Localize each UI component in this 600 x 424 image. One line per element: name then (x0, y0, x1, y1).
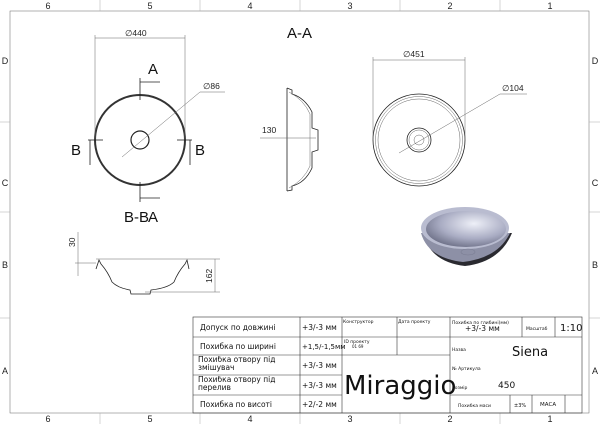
basin-3d-render (421, 207, 512, 266)
row-label: D (592, 56, 599, 66)
section-aa-view: A-A 130 (260, 25, 319, 192)
name-label: Назва (452, 347, 466, 353)
top-view: ∅440 ∅86 A A B B (71, 28, 225, 226)
section-mark: B (195, 142, 205, 159)
row-label: A (592, 366, 598, 376)
row-label: A (2, 366, 8, 376)
column-label: 5 (147, 414, 152, 424)
project-id: 01 69 (352, 344, 364, 349)
tolerance-label: Похибка отвору під змішувач (198, 356, 276, 372)
hole-dimension: ∅104 (502, 83, 524, 93)
column-label: 4 (247, 1, 252, 11)
column-label: 3 (347, 1, 352, 11)
depth-tolerance-label: Похибка по глибині(мм) (452, 320, 509, 326)
depth-dimension: 130 (262, 125, 276, 135)
section-mark: A (148, 209, 158, 226)
column-label: 6 (45, 414, 50, 424)
size-value: 450 (498, 381, 515, 391)
mass-tolerance-label: Похибка маси (458, 403, 491, 409)
tolerance-value: +2/-2 мм (302, 400, 337, 409)
column-label: 3 (347, 414, 352, 424)
tolerance-value: +3/-3 мм (302, 361, 337, 370)
column-label: 2 (447, 1, 452, 11)
mass-tolerance: ±3% (514, 403, 526, 409)
hole-dimension: ∅86 (203, 81, 220, 91)
section-mark: B (71, 142, 81, 159)
tolerance-value: +3/-3 мм (302, 381, 337, 390)
section-mark: A (148, 61, 158, 78)
title-block: Допуск по довжині +3/-3 мм Похибка по ши… (192, 316, 582, 414)
product-name: Siena (512, 345, 548, 360)
depth-tolerance: +3/-3 мм (465, 324, 500, 333)
brand-logo: Miraggio (344, 371, 456, 401)
column-label: 2 (447, 414, 452, 424)
column-label: 5 (147, 1, 152, 11)
section-aa-title: A-A (287, 25, 312, 42)
tolerance-label: Похибка по висоті (200, 400, 272, 409)
date-label: Дата проекту (398, 319, 431, 325)
tolerance-label: Похибка отвору під перелив (198, 376, 276, 392)
sheet-frame (9, 10, 590, 414)
diameter-dimension: ∅440 (125, 28, 147, 38)
mass-label: МАСА (540, 402, 556, 408)
row-labels: D C B A D C B A (2, 56, 599, 376)
row-label: B (2, 260, 8, 270)
tolerance-value: +1,5/-1,5мм (302, 343, 346, 351)
section-bb-view: B-B 30 162 (67, 209, 220, 295)
row-label: C (2, 178, 9, 188)
column-labels-top: 6 5 4 3 2 1 (45, 1, 552, 11)
rim-dimension: 30 (67, 237, 77, 247)
scale-value: 1:10 (560, 323, 582, 334)
column-label: 4 (247, 414, 252, 424)
row-label: C (592, 178, 599, 188)
bottom-view: ∅451 ∅104 (372, 49, 527, 187)
row-label: D (2, 56, 9, 66)
tolerance-label: Допуск по довжині (200, 323, 276, 332)
article-label: № Артикула (452, 366, 481, 372)
scale-label: Масштаб (526, 326, 548, 332)
project-id-label: ID проекту (344, 339, 370, 345)
diameter-dimension: ∅451 (403, 49, 425, 59)
column-label: 1 (547, 414, 552, 424)
designer-label: Конструктор (343, 319, 374, 325)
column-label: 1 (547, 1, 552, 11)
size-label: Розмір (452, 385, 468, 391)
column-labels-bottom: 6 5 4 3 2 1 (45, 414, 552, 424)
tolerance-label: Похибка по ширині (200, 342, 276, 351)
column-label: 6 (45, 1, 50, 11)
tolerance-value: +3/-3 мм (302, 323, 337, 332)
row-label: B (592, 260, 598, 270)
height-dimension: 162 (204, 269, 214, 283)
section-bb-title: B-B (124, 209, 149, 226)
